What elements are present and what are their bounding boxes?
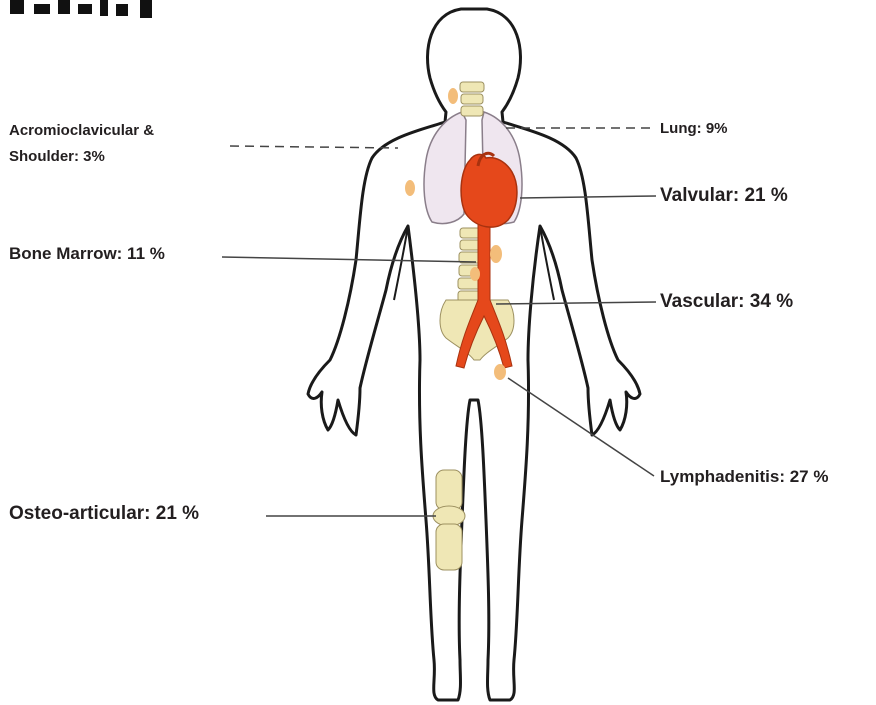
neck-node [448,88,458,104]
cropped-heading-text [10,0,152,18]
leader-shoulder [230,146,398,148]
label-lymphadenitis: Lymphadenitis: 27 % [660,466,828,488]
abdominal-node [490,245,502,263]
marrow-node [470,267,480,281]
knee-joint [433,470,465,570]
label-valvular: Valvular: 21 % [660,184,788,209]
label-bone-marrow: Bone Marrow: 11 % [9,243,165,265]
label-vascular: Vascular: 34 % [660,290,793,315]
groin-node [494,364,506,380]
label-shoulder: Shoulder: 3% [9,147,105,167]
label-osteo-articular: Osteo-articular: 21 % [9,502,199,527]
label-lung: Lung: 9% [660,119,728,139]
label-acromioclavicular: Acromioclavicular & [9,121,154,141]
shoulder-node [405,180,415,196]
